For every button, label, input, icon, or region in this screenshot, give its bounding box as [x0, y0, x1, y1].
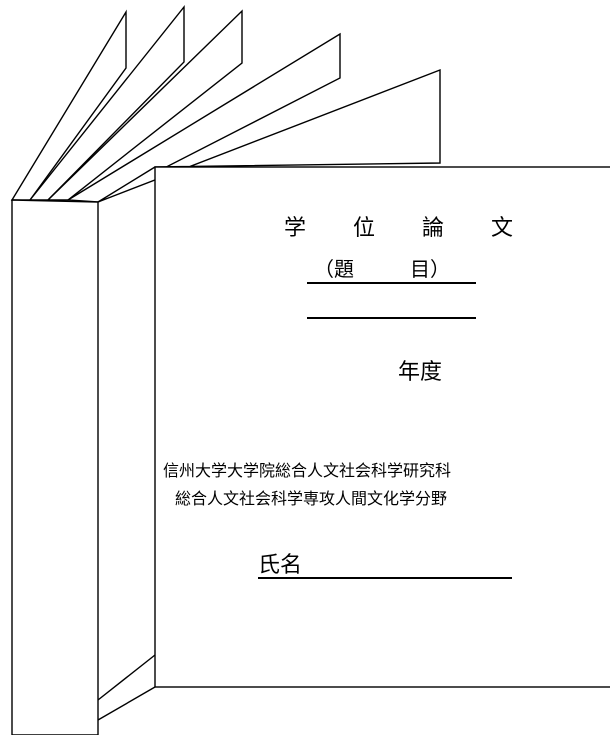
fanned-page-3 — [46, 9, 243, 201]
institution-line-2: 総合人文社会科学専攻人間文化学分野 — [175, 489, 448, 508]
subtitle-placeholder: （題 目） — [314, 259, 450, 279]
name-underline — [258, 577, 512, 579]
institution-line-1: 信州大学大学院総合人文社会科学研究科 — [163, 461, 452, 480]
subtitle-close: 目） — [410, 257, 450, 281]
title-underline-2 — [307, 317, 476, 319]
front-cover — [154, 166, 610, 688]
title-underline-1 — [307, 282, 476, 284]
name-label: 氏名 — [258, 553, 303, 578]
thesis-title: 学 位 論 文 — [284, 216, 533, 241]
year-label: 年度 — [398, 360, 443, 385]
book-spine — [11, 199, 99, 735]
subtitle-open: （題 — [314, 257, 354, 281]
